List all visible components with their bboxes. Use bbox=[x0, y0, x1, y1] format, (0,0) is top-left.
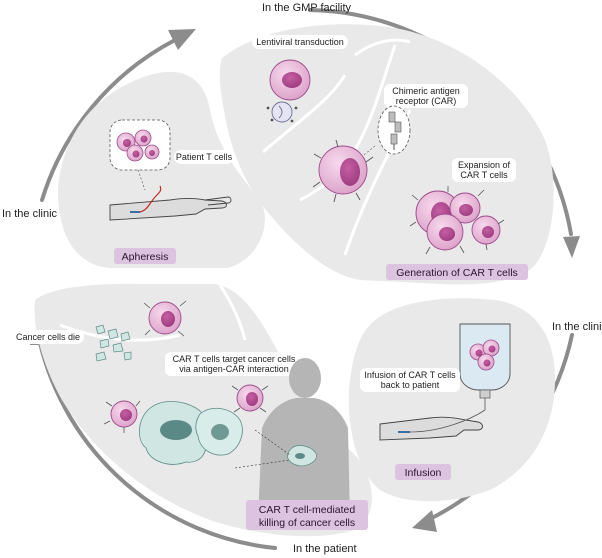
svg-text:Patient T cells: Patient T cells bbox=[176, 152, 233, 162]
arc-patient-to-clinic bbox=[38, 341, 277, 550]
svg-text:Generation of CAR T cells: Generation of CAR T cells bbox=[396, 267, 518, 279]
svg-text:Cancer cells die: Cancer cells die bbox=[16, 332, 80, 342]
svg-text:receptor (CAR): receptor (CAR) bbox=[396, 96, 457, 106]
cancer-cell-small bbox=[195, 407, 243, 456]
arm-apheresis bbox=[109, 185, 232, 221]
car-label: Chimeric antigen receptor (CAR) bbox=[384, 84, 468, 108]
lentiviral-label: Lentiviral transduction bbox=[252, 35, 348, 49]
generation-step-label: Generation of CAR T cells bbox=[386, 264, 528, 280]
svg-text:Expansion of: Expansion of bbox=[458, 160, 511, 170]
car-t-cell-attacking-left bbox=[103, 400, 141, 433]
svg-text:CAR T cells target cancer cell: CAR T cells target cancer cells bbox=[173, 354, 296, 364]
arm-infusion bbox=[379, 409, 486, 441]
svg-text:CAR T cell-mediated: CAR T cell-mediated bbox=[259, 504, 356, 516]
dying-cancer-fragments bbox=[95, 324, 132, 362]
svg-text:CAR T cells: CAR T cells bbox=[460, 170, 508, 180]
label-clinic-right: In the clinic bbox=[552, 321, 602, 333]
svg-text:Lentiviral transduction: Lentiviral transduction bbox=[256, 37, 344, 47]
infusion-note: Infusion of CAR T cells back to patient bbox=[360, 368, 460, 392]
panel-infusion bbox=[348, 298, 555, 502]
label-patient: In the patient bbox=[293, 543, 357, 555]
free-car-t-cell bbox=[143, 300, 187, 337]
arrow-heads bbox=[168, 29, 580, 532]
transduction-cell bbox=[269, 59, 311, 101]
svg-text:Apheresis: Apheresis bbox=[122, 251, 169, 263]
lentivirus bbox=[266, 101, 298, 123]
svg-text:Chimeric antigen: Chimeric antigen bbox=[392, 86, 460, 96]
infusion-step-label: Infusion bbox=[395, 464, 451, 480]
svg-text:via antigen-CAR interaction: via antigen-CAR interaction bbox=[179, 364, 289, 374]
expansion-label: Expansion of CAR T cells bbox=[452, 158, 516, 182]
cancer-cells-die-label: Cancer cells die bbox=[12, 330, 84, 344]
human-silhouette bbox=[258, 358, 350, 520]
arrowhead-top-left bbox=[168, 29, 196, 50]
panel-gmp bbox=[219, 24, 554, 285]
svg-text:killing of cancer cells: killing of cancer cells bbox=[259, 517, 355, 529]
arrowhead-right bbox=[563, 236, 580, 258]
targeting-label: CAR T cells target cancer cells via anti… bbox=[165, 352, 303, 376]
apheresis-step-label: Apheresis bbox=[114, 248, 176, 264]
svg-text:back to patient: back to patient bbox=[381, 380, 440, 390]
label-clinic-left: In the clinic bbox=[2, 208, 58, 220]
expanded-car-t-cells bbox=[409, 186, 505, 255]
svg-text:Infusion: Infusion bbox=[405, 467, 442, 479]
killing-step-label: CAR T cell-mediated killing of cancer ce… bbox=[246, 500, 368, 530]
arrow-clinic-to-gmp bbox=[40, 38, 177, 202]
arrowhead-bottom bbox=[412, 510, 437, 532]
label-gmp-facility: In the GMP facility bbox=[262, 2, 352, 14]
iv-bag bbox=[459, 323, 511, 410]
svg-text:Infusion of CAR T cells: Infusion of CAR T cells bbox=[364, 370, 456, 380]
patient-t-cells-label: Patient T cells bbox=[174, 150, 234, 164]
t-cell-cluster bbox=[109, 119, 171, 171]
cancer-cell-large bbox=[139, 401, 208, 465]
car-t-cell-attacking-top bbox=[231, 384, 269, 413]
car-t-cell bbox=[312, 139, 374, 203]
car-receptor-inset bbox=[377, 105, 411, 155]
